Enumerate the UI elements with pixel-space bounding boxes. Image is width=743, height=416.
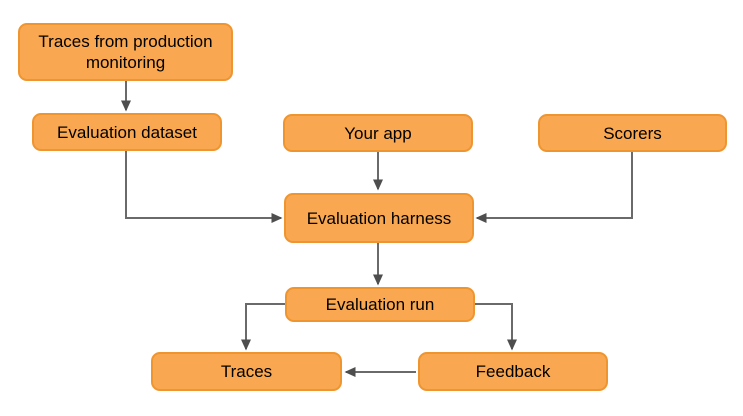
edge-evaluation-run-to-feedback (475, 303, 517, 351)
node-traces-from-production-monitoring: Traces from production monitoring (18, 23, 233, 81)
node-label: Scorers (603, 123, 662, 143)
node-evaluation-harness: Evaluation harness (284, 193, 474, 243)
node-label: Traces (220, 362, 273, 381)
edge-scorers-to-evaluation-harness (475, 152, 633, 223)
node-traces: Traces (151, 352, 342, 391)
node-label: Evaluation harness (306, 208, 452, 228)
edge-evaluation-run-to-traces (241, 303, 285, 351)
node-evaluation-dataset: Evaluation dataset (32, 113, 222, 151)
node-scorers: Scorers (538, 114, 727, 152)
node-label: Evaluation run (325, 295, 435, 314)
node-your-app: Your app (283, 114, 473, 152)
node-label: Feedback (475, 362, 551, 381)
node-evaluation-run: Evaluation run (285, 287, 475, 322)
node-label: Traces from production monitoring (38, 32, 213, 72)
node-label: Evaluation dataset (57, 122, 197, 142)
node-label: Your app (344, 123, 412, 143)
node-feedback: Feedback (418, 352, 608, 391)
edge-evaluation-dataset-to-evaluation-harness (125, 151, 283, 223)
